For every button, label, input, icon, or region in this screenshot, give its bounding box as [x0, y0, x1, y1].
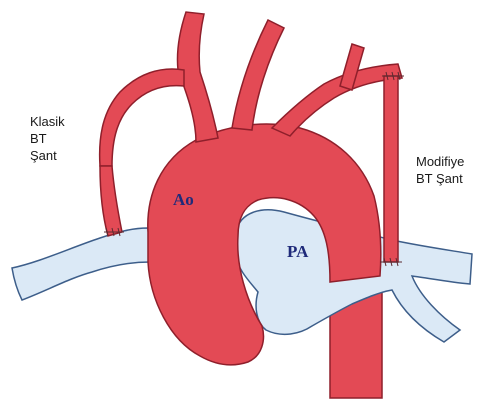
modified-shunt-label-line-2: BT Şant: [416, 170, 464, 187]
left-subclavian-artery: [272, 64, 402, 136]
classic-bt-shunt: [100, 166, 122, 236]
modified-bt-shunt: [384, 76, 398, 262]
left-common-carotid: [232, 20, 284, 130]
classic-bt-shunt-label: Klasik BT Şant: [30, 113, 65, 164]
subclavian-to-classic-shunt: [100, 69, 184, 166]
modified-bt-shunt-label: Modifiye BT Şant: [416, 153, 464, 187]
classic-shunt-label-line-1: Klasik: [30, 113, 65, 130]
modified-shunt-label-line-1: Modifiye: [416, 153, 464, 170]
aorta-label: Ao: [173, 190, 194, 210]
pulmonary-artery-label: PA: [287, 242, 308, 262]
classic-shunt-label-line-3: Şant: [30, 147, 65, 164]
pulmonary-artery-left-branch: [12, 228, 150, 300]
classic-shunt-label-line-2: BT: [30, 130, 65, 147]
